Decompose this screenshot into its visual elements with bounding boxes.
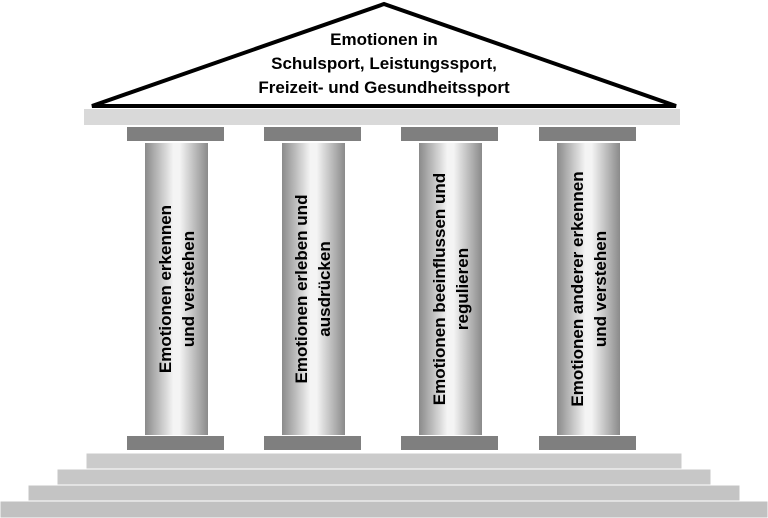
step-2 xyxy=(56,468,712,486)
pillar-label-1: Emotionen erkennen und verstehen xyxy=(148,144,206,434)
base-3 xyxy=(401,436,498,450)
roof-title-line-3: Freizeit- und Gesundheitssport xyxy=(258,78,510,97)
column-4 xyxy=(557,143,620,435)
capital-4 xyxy=(539,127,636,141)
base-2 xyxy=(264,436,361,450)
pillar-label-4: Emotionen anderer erkennen und verstehen xyxy=(560,144,618,434)
pillar-label-1-line-1: Emotionen erkennen xyxy=(156,204,175,374)
column-2 xyxy=(282,143,345,435)
pillar-label-1-line-2: und verstehen xyxy=(179,230,198,348)
roof-title-line-2: Schulsport, Leistungssport, xyxy=(271,54,497,73)
pillar-label-2: Emotionen erleben und ausdrücken xyxy=(284,144,342,434)
roof-beam xyxy=(84,109,680,125)
step-3 xyxy=(27,484,741,502)
pillar-label-3-line-2: regulieren xyxy=(453,247,472,331)
step-1 xyxy=(85,452,683,470)
pillar-label-2-line-1: Emotionen erleben und xyxy=(292,194,311,384)
pillar-label-4-line-1: Emotionen anderer erkennen xyxy=(568,171,587,407)
pillar-label-4-line-2: und verstehen xyxy=(591,230,610,348)
base-4 xyxy=(539,436,636,450)
capital-2 xyxy=(264,127,361,141)
capital-3 xyxy=(401,127,498,141)
roof-triangle xyxy=(91,1,677,108)
step-4 xyxy=(0,500,768,518)
column-3 xyxy=(419,143,482,435)
base-1 xyxy=(127,436,224,450)
pillar-label-2-line-2: ausdrücken xyxy=(315,241,334,337)
column-1 xyxy=(145,143,208,435)
roof-title-line-1: Emotionen in xyxy=(330,30,438,49)
capital-1 xyxy=(127,127,224,141)
pillar-label-3-line-1: Emotionen beeinflussen und xyxy=(430,172,449,406)
pillar-label-3: Emotionen beeinflussen und regulieren xyxy=(422,144,480,434)
roof-title: Emotionen in Schulsport, Leistungssport,… xyxy=(200,28,568,100)
